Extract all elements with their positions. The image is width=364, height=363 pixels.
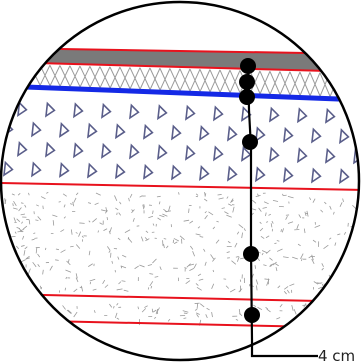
speckle-mark bbox=[359, 251, 362, 252]
speckle-mark bbox=[36, 314, 37, 316]
hatch-stroke bbox=[10, 64, 20, 84]
speckle-mark bbox=[21, 275, 24, 279]
dot-marker-icon bbox=[242, 134, 258, 150]
dot-marker-icon bbox=[243, 246, 259, 262]
speckle-mark bbox=[353, 310, 354, 314]
speckle-mark bbox=[356, 270, 358, 271]
speckle-mark bbox=[19, 274, 22, 276]
speckle-mark bbox=[350, 314, 352, 319]
speckle-mark bbox=[340, 318, 344, 320]
speckle-mark bbox=[304, 317, 309, 318]
speckle-mark bbox=[6, 307, 8, 309]
speckle-mark bbox=[41, 311, 42, 314]
speckle-mark bbox=[298, 317, 299, 320]
speckle-mark bbox=[356, 248, 359, 249]
speckle-mark bbox=[356, 260, 358, 261]
hatch-stroke bbox=[10, 64, 20, 84]
speckle-mark bbox=[303, 318, 305, 320]
speckle-mark bbox=[313, 310, 317, 312]
hatch-stroke bbox=[0, 64, 10, 84]
speckle-mark bbox=[301, 318, 302, 323]
speckle-mark bbox=[305, 313, 310, 314]
speckle-mark bbox=[346, 270, 348, 271]
hatch-stroke bbox=[340, 73, 350, 97]
dot-marker-icon bbox=[239, 74, 255, 90]
speckle-mark bbox=[15, 265, 18, 266]
speckle-mark bbox=[352, 266, 354, 270]
speckle-mark bbox=[59, 202, 61, 203]
speckle-mark bbox=[27, 279, 28, 284]
triangle-symbol-icon bbox=[354, 110, 362, 123]
speckle-mark bbox=[333, 288, 335, 292]
speckle-mark bbox=[20, 289, 25, 291]
speckle-mark bbox=[349, 273, 353, 275]
dot-marker-icon bbox=[240, 58, 256, 74]
speckle-mark bbox=[25, 288, 28, 291]
speckle-mark bbox=[44, 310, 48, 311]
speckle-mark bbox=[24, 277, 25, 281]
speckle-mark bbox=[20, 312, 21, 315]
speckle-mark bbox=[334, 320, 337, 323]
dot-marker-icon bbox=[239, 89, 255, 105]
speckle-mark bbox=[4, 261, 5, 265]
hatch-stroke bbox=[20, 65, 30, 85]
speckle-mark bbox=[21, 203, 24, 204]
speckle-mark bbox=[323, 316, 326, 319]
speckle-mark bbox=[360, 217, 362, 220]
speckle-mark bbox=[6, 315, 9, 316]
speckle-mark bbox=[357, 247, 358, 250]
speckle-mark bbox=[347, 310, 349, 313]
speckle-mark bbox=[53, 316, 54, 319]
hatch-stroke bbox=[350, 74, 360, 98]
speckle-mark bbox=[348, 255, 352, 258]
speckle-mark bbox=[0, 265, 3, 266]
speckle-mark bbox=[1, 275, 3, 276]
speckle-mark bbox=[359, 233, 363, 236]
speckle-mark bbox=[349, 263, 350, 268]
speckle-mark bbox=[355, 310, 358, 311]
speckle-mark bbox=[351, 289, 354, 291]
speckle-mark bbox=[356, 237, 357, 241]
speckle-mark bbox=[23, 289, 27, 293]
speckle-mark bbox=[6, 247, 10, 250]
speckle-mark bbox=[2, 275, 4, 279]
speckle-mark bbox=[153, 211, 154, 214]
speckle-mark bbox=[255, 265, 256, 269]
speckle-mark bbox=[3, 254, 5, 257]
speckle-mark bbox=[359, 226, 363, 228]
speckle-mark bbox=[8, 310, 12, 312]
speckle-mark bbox=[0, 305, 2, 306]
hatch-stroke bbox=[0, 64, 10, 84]
speckle-mark bbox=[14, 286, 16, 291]
speckle-mark bbox=[321, 320, 324, 321]
hatch-stroke bbox=[20, 65, 30, 85]
speckle-mark bbox=[11, 280, 15, 283]
speckle-mark bbox=[319, 304, 320, 307]
speckle-mark bbox=[341, 313, 343, 315]
hatch-stroke bbox=[350, 74, 360, 98]
speckle-mark bbox=[15, 279, 19, 282]
speckle-mark bbox=[352, 306, 355, 308]
speckle-mark bbox=[356, 291, 360, 292]
speckle-mark bbox=[11, 289, 14, 290]
hatch-stroke bbox=[360, 74, 364, 98]
speckle-mark bbox=[341, 289, 343, 294]
speckle-mark bbox=[35, 318, 38, 323]
depth-note: 4 cm bbox=[318, 347, 355, 363]
speckle-mark bbox=[107, 217, 108, 220]
speckle-mark bbox=[45, 303, 48, 305]
speckle-mark bbox=[117, 213, 118, 215]
speckle-mark bbox=[18, 306, 20, 308]
speckle-mark bbox=[13, 203, 14, 206]
hatch-stroke bbox=[360, 74, 364, 98]
hatch-stroke bbox=[340, 73, 350, 97]
speckle-mark bbox=[264, 279, 269, 280]
speckle-mark bbox=[357, 281, 361, 284]
speckle-mark bbox=[189, 209, 190, 213]
dot-marker-icon bbox=[244, 307, 260, 323]
speckle-mark bbox=[331, 310, 334, 313]
